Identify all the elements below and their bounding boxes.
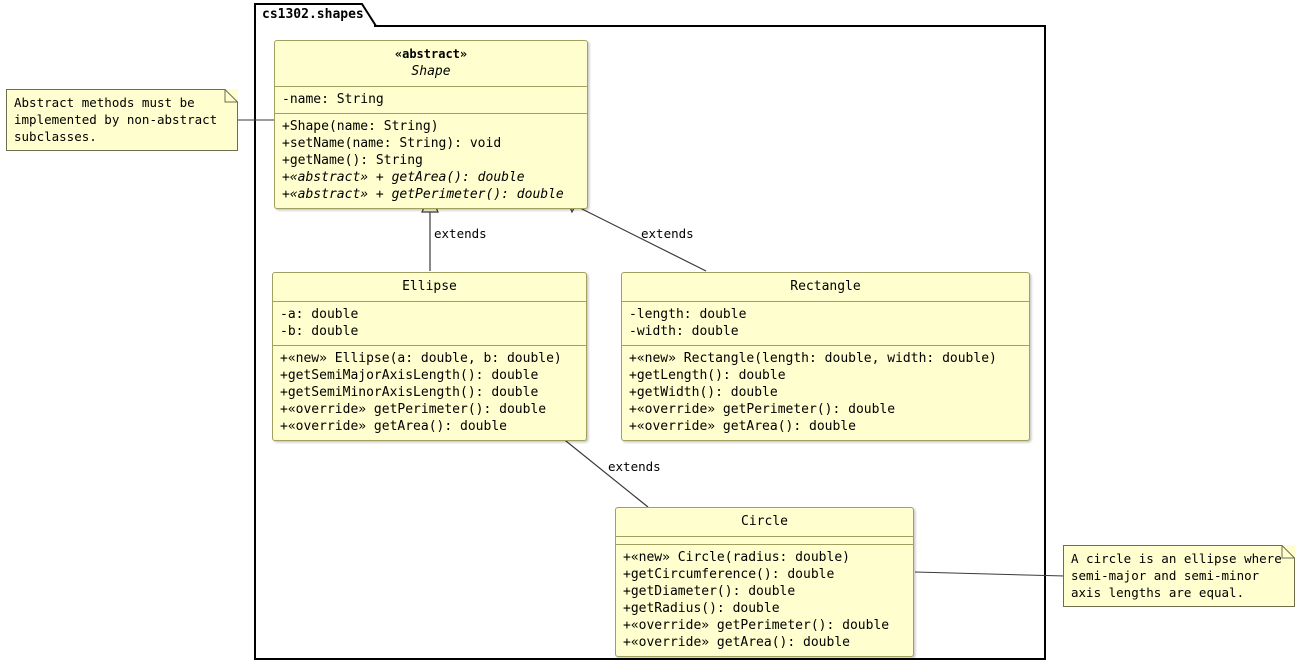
class-header-ellipse: Ellipse — [273, 273, 586, 301]
class-separator — [273, 345, 586, 346]
attribute-row: -b: double — [280, 324, 359, 339]
class-header-shape: «abstract» Shape — [275, 41, 587, 86]
method-row: +getLength(): double — [629, 368, 786, 383]
note-shape-abstract — [6, 89, 238, 151]
method-row: +«override» getPerimeter(): double — [629, 402, 896, 417]
class-box-ellipse[interactable]: Ellipse -a: double -b: double +«new» Ell… — [272, 272, 587, 441]
method-row: +«new» Ellipse(a: double, b: double) — [280, 351, 562, 366]
edge-label-circle-extends-ellipse: extends — [608, 459, 661, 474]
note-circle-ellipse[interactable]: A circle is an ellipse where semi-major … — [1063, 545, 1295, 607]
class-stereotype-shape: «abstract» — [394, 47, 468, 61]
edge-label-rectangle-extends-shape: extends — [641, 226, 694, 241]
class-methods-rectangle: +«new» Rectangle(length: double, width: … — [622, 346, 1029, 440]
attribute-row: -a: double — [280, 307, 359, 322]
class-methods-shape: +Shape(name: String) +setName(name: Stri… — [275, 114, 587, 208]
class-separator — [622, 301, 1029, 302]
method-row: +Shape(name: String) — [282, 119, 439, 134]
note-text-abstract: Abstract methods must be implemented by … — [14, 95, 218, 144]
class-attributes-ellipse: -a: double -b: double — [273, 302, 586, 345]
method-row: +«abstract» + getArea(): double — [282, 170, 525, 185]
class-separator — [622, 345, 1029, 346]
class-methods-ellipse: +«new» Ellipse(a: double, b: double) +ge… — [273, 346, 586, 440]
method-row: +getSemiMajorAxisLength(): double — [280, 368, 539, 383]
note-shape-circle — [1063, 545, 1295, 607]
class-attributes-rectangle: -length: double -width: double — [622, 302, 1029, 345]
class-separator — [275, 86, 587, 87]
class-separator — [275, 113, 587, 114]
class-separator — [616, 536, 913, 537]
class-separator — [616, 544, 913, 545]
attribute-row: -length: double — [629, 307, 747, 322]
package-name-label: cs1302.shapes — [262, 7, 364, 22]
class-name-rectangle: Rectangle — [790, 279, 861, 294]
package-tab: cs1302.shapes — [254, 3, 376, 27]
class-name-circle: Circle — [741, 514, 788, 529]
class-box-shape[interactable]: «abstract» Shape -name: String +Shape(na… — [274, 40, 588, 209]
method-row: +«override» getArea(): double — [280, 419, 507, 434]
note-abstract-methods[interactable]: Abstract methods must be implemented by … — [6, 89, 238, 151]
method-row: +«override» getPerimeter(): double — [280, 402, 547, 417]
class-attributes-shape: -name: String — [275, 87, 587, 113]
method-row: +getCircumference(): double — [623, 567, 835, 582]
note-text-circle: A circle is an ellipse where semi-major … — [1071, 551, 1282, 600]
method-row: +getRadius(): double — [623, 601, 780, 616]
class-box-circle[interactable]: Circle +«new» Circle(radius: double) +ge… — [615, 507, 914, 657]
attribute-row: -name: String — [282, 92, 384, 107]
class-header-rectangle: Rectangle — [622, 273, 1029, 301]
method-row: +«new» Rectangle(length: double, width: … — [629, 351, 997, 366]
method-row: +getWidth(): double — [629, 385, 778, 400]
method-row: +setName(name: String): void — [282, 136, 502, 151]
method-row: +«override» getPerimeter(): double — [623, 618, 890, 633]
class-attributes-circle — [616, 537, 913, 544]
method-row: +getDiameter(): double — [623, 584, 796, 599]
method-row: +«abstract» + getPerimeter(): double — [282, 187, 564, 202]
class-name-ellipse: Ellipse — [402, 279, 457, 294]
method-row: +«override» getArea(): double — [623, 635, 850, 650]
class-separator — [273, 301, 586, 302]
method-row: +«new» Circle(radius: double) — [623, 550, 850, 565]
method-row: +«override» getArea(): double — [629, 419, 856, 434]
class-name-shape: Shape — [411, 64, 451, 79]
attribute-row: -width: double — [629, 324, 739, 339]
class-header-circle: Circle — [616, 508, 913, 536]
method-row: +getSemiMinorAxisLength(): double — [280, 385, 539, 400]
class-methods-circle: +«new» Circle(radius: double) +getCircum… — [616, 545, 913, 656]
class-box-rectangle[interactable]: Rectangle -length: double -width: double… — [621, 272, 1030, 441]
edge-label-ellipse-extends-shape: extends — [434, 226, 487, 241]
method-row: +getName(): String — [282, 153, 423, 168]
